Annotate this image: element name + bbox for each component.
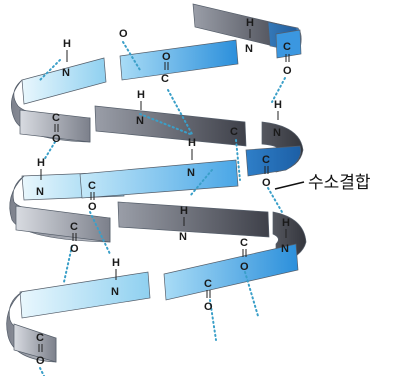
atom-oxygen: O: [119, 28, 128, 40]
hydrogen-bond-annotation: 수소결합: [274, 173, 371, 193]
atom-hydrogen: H: [37, 157, 45, 169]
ribbon-front-1b: [119, 39, 239, 81]
ribbon-front-2d: [15, 205, 111, 243]
atom-nitrogen: N: [273, 127, 281, 139]
atom-hydrogen: H: [282, 217, 290, 229]
atom-hydrogen: H: [180, 205, 188, 217]
atom-hydrogen: H: [188, 137, 196, 149]
atom-nitrogen: N: [281, 243, 289, 255]
atom-oxygen: O: [52, 133, 61, 145]
annotation-leader-line: [274, 181, 305, 190]
hydrogen-bond: [244, 271, 259, 317]
atom-oxygen: O: [162, 51, 171, 63]
atom-hydrogen: H: [274, 99, 282, 111]
ribbon-back-2: [117, 201, 270, 238]
atom-carbon: C: [70, 221, 78, 233]
hydrogen-bond: [167, 89, 193, 135]
hydrogen-bond: [122, 41, 141, 71]
ribbon-front-3c: [13, 323, 57, 363]
atom-carbon: C: [240, 237, 248, 249]
hydrogen-bond: [43, 141, 56, 161]
atom-labels: H N O O C H N C O C O H N C H N H N: [36, 17, 292, 367]
atom-oxygen: O: [88, 201, 97, 213]
atom-oxygen: O: [36, 355, 45, 367]
hydrogen-bond: [267, 187, 283, 213]
ribbon-front-3b: [163, 243, 299, 301]
atom-carbon: C: [161, 73, 169, 85]
ribbon-front-3a: [19, 271, 151, 319]
atom-oxygen: O: [283, 65, 292, 77]
hydrogen-bond: [189, 169, 213, 197]
atom-hydrogen: H: [137, 89, 145, 101]
hydrogen-bond: [63, 245, 73, 283]
hydrogen-bond: [39, 367, 45, 376]
hydrogen-bond: [39, 59, 61, 81]
atom-carbon: C: [88, 180, 96, 192]
atom-nitrogen: N: [136, 115, 144, 127]
front-ribbons: [6, 29, 302, 363]
atom-nitrogen: N: [111, 286, 119, 298]
hydrogen-bond: [139, 113, 191, 135]
atom-hydrogen: H: [63, 38, 71, 50]
atom-carbon: C: [230, 126, 238, 138]
atom-oxygen: O: [70, 243, 79, 255]
hydrogen-bonds: [39, 41, 286, 376]
atom-carbon: C: [36, 332, 44, 344]
annotation-label: 수소결합: [308, 173, 371, 193]
atom-oxygen: O: [262, 177, 271, 189]
ribbon-front-2b: [79, 159, 239, 199]
atom-carbon: C: [204, 278, 212, 290]
atom-nitrogen: N: [36, 186, 44, 198]
atom-hydrogen: H: [112, 257, 120, 269]
atom-carbon: C: [262, 154, 270, 166]
atom-oxygen: O: [240, 261, 249, 273]
atom-nitrogen: N: [179, 231, 187, 243]
hydrogen-bond: [271, 77, 286, 103]
atom-nitrogen: N: [187, 167, 195, 179]
atom-oxygen: O: [204, 301, 213, 313]
ribbon-front-1a: [21, 57, 107, 105]
hydrogen-bond: [89, 211, 111, 255]
atom-nitrogen: N: [245, 43, 253, 55]
atom-carbon: C: [283, 41, 291, 53]
atom-nitrogen: N: [62, 67, 70, 79]
ribbon-front-1c: [275, 29, 302, 59]
atom-hydrogen: H: [246, 17, 254, 29]
ribbon-front-2c: [245, 145, 302, 177]
atom-carbon: C: [52, 112, 60, 124]
